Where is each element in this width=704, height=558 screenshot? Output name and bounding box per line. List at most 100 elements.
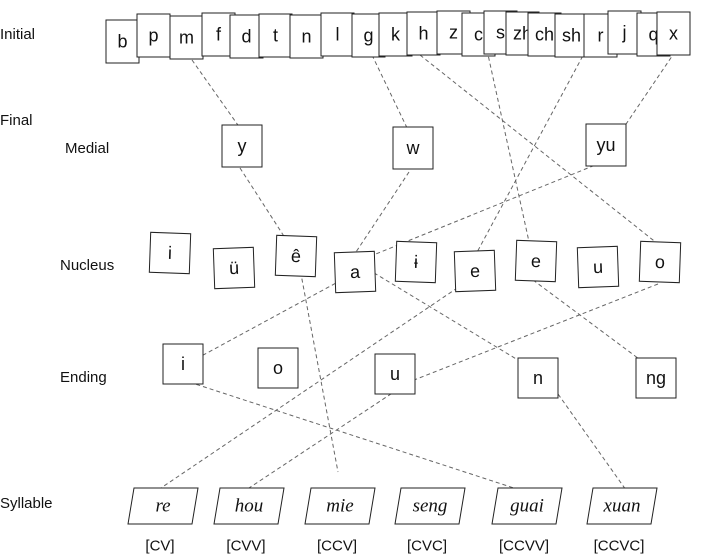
- nucleus-card-label: u: [593, 257, 604, 277]
- syllable-pattern: [CCV]: [317, 538, 357, 555]
- syllable-card: xuan[CCVC]: [586, 487, 658, 555]
- nucleus-card-label: ü: [229, 258, 240, 278]
- initial-card-label: k: [391, 25, 401, 45]
- syllable-card: guai[CCVV]: [491, 487, 563, 555]
- ending-card-label: n: [533, 368, 543, 388]
- connection-line: [182, 379, 521, 491]
- medial-card: y: [221, 124, 263, 168]
- row-label-initial: Initial: [0, 26, 35, 43]
- nucleus-card-box: [638, 240, 682, 284]
- syllable-card-box: [491, 487, 563, 525]
- nucleus-card-label: o: [655, 252, 666, 272]
- initial-card: t: [258, 13, 293, 58]
- initial-card-label: b: [117, 32, 127, 52]
- initial-card-box: [406, 11, 441, 56]
- initial-card-box: [229, 14, 264, 59]
- ending-card-label: ng: [646, 368, 666, 388]
- nucleus-card-label: e: [470, 261, 481, 281]
- initial-card-label: m: [179, 28, 194, 48]
- syllable-text: mie: [326, 496, 353, 517]
- nucleus-card: a: [333, 250, 377, 294]
- medial-card-box: [392, 126, 434, 170]
- medial-card-label: y: [238, 136, 247, 156]
- syllable-pattern: [CV]: [145, 538, 174, 555]
- connection-line: [419, 54, 659, 245]
- initial-card-label: r: [598, 26, 604, 46]
- medial-cards: y w yu: [221, 123, 627, 170]
- row-label-medial: Medial: [65, 140, 109, 157]
- nucleus-card: ɨ: [394, 240, 438, 284]
- initial-card-box: [607, 10, 642, 55]
- ending-card-box: [635, 357, 677, 399]
- nucleus-card-label: a: [350, 262, 362, 282]
- initial-card: m: [169, 15, 204, 60]
- ending-cards: i o u n ng: [162, 343, 677, 399]
- connection-line: [486, 49, 534, 261]
- initial-card-box: [258, 13, 293, 58]
- nucleus-card: e: [453, 249, 497, 293]
- medial-card-box: [221, 124, 263, 168]
- initial-card: p: [136, 13, 171, 58]
- initial-card: h: [406, 11, 441, 56]
- initial-card-label: s: [496, 23, 505, 43]
- initial-card-label: q: [648, 25, 658, 45]
- nucleus-card-label: i: [168, 243, 173, 263]
- connection-line: [408, 283, 659, 383]
- connection-line: [355, 261, 547, 378]
- ending-card-label: o: [273, 358, 283, 378]
- syllable-pattern: [CCVV]: [499, 538, 549, 555]
- nucleus-card-box: [394, 240, 438, 284]
- connection-line: [297, 257, 339, 473]
- nucleus-card-box: [212, 246, 256, 290]
- initial-card-label: j: [622, 23, 627, 43]
- connection-line: [245, 381, 410, 491]
- syllable-card-box: [213, 487, 285, 525]
- initial-card-label: f: [216, 25, 222, 45]
- connection-line: [474, 49, 587, 257]
- ending-card: u: [374, 353, 416, 395]
- initial-card-label: sh: [562, 26, 581, 46]
- ending-card: i: [162, 343, 204, 385]
- initial-card-label: ch: [535, 25, 554, 45]
- initial-card-box: [656, 11, 691, 56]
- initial-card-label: zh: [513, 24, 532, 44]
- connection-line: [239, 167, 299, 259]
- nucleus-card: ü: [212, 246, 256, 290]
- connection-line: [371, 54, 410, 133]
- nucleus-card-label: ɨ: [414, 252, 419, 272]
- syllable-pattern: [CVC]: [407, 538, 447, 555]
- nucleus-card-label: ê: [291, 246, 302, 266]
- initial-card-box: [289, 14, 324, 59]
- syllable-text: hou: [235, 496, 264, 517]
- syllable-text: re: [155, 496, 170, 517]
- nucleus-card-box: [514, 239, 558, 283]
- connection-line: [157, 275, 476, 491]
- initial-card: x: [656, 11, 691, 56]
- row-label-final: Final: [0, 112, 33, 129]
- syllable-pattern: [CVV]: [226, 538, 265, 555]
- syllable-cards: re[CV]hou[CVV]mie[CCV]seng[CVC]guai[CCVV…: [127, 487, 658, 555]
- initial-card-box: [105, 19, 140, 64]
- nucleus-card: i: [148, 231, 192, 275]
- medial-card-box: [585, 123, 627, 167]
- initial-card-label: n: [301, 27, 311, 47]
- initial-card-label: z: [449, 23, 458, 43]
- ending-card: o: [257, 347, 299, 389]
- initial-card-label: t: [273, 26, 278, 46]
- medial-card-label: yu: [596, 135, 615, 155]
- nucleus-card-box: [274, 234, 318, 278]
- initial-card: b: [105, 19, 140, 64]
- ending-card-box: [517, 357, 559, 399]
- medial-card-label: w: [406, 138, 421, 158]
- row-label-ending: Ending: [60, 369, 107, 386]
- connection-line: [191, 59, 241, 129]
- connection-line: [355, 154, 621, 263]
- initial-card: l: [320, 12, 355, 57]
- nucleus-card: e: [514, 239, 558, 283]
- connection-line: [619, 39, 684, 134]
- nucleus-card-box: [148, 231, 192, 275]
- syllable-card: hou [CVV]: [213, 487, 285, 555]
- initial-card: j: [607, 10, 642, 55]
- initial-card: n: [289, 14, 324, 59]
- nucleus-card: u: [576, 245, 620, 289]
